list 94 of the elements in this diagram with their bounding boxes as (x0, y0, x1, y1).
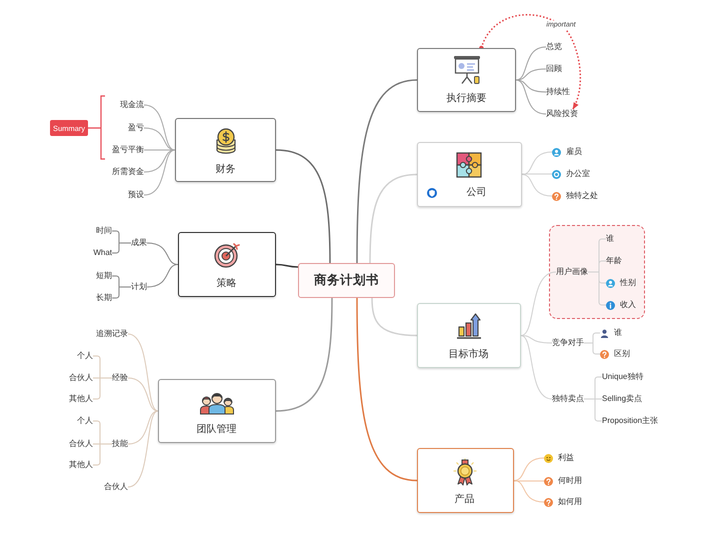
connector (112, 242, 132, 254)
topic-label: 现金流 (120, 100, 144, 110)
topic-box (417, 142, 522, 207)
topic-label: 所需资金 (112, 167, 144, 177)
topic-box (178, 232, 276, 297)
central-topic-box: 商务计划书 (298, 263, 395, 298)
connector (92, 444, 112, 466)
topic-label: Unique独特 (602, 372, 644, 382)
topic-label: 个人 (77, 351, 93, 361)
connector (144, 128, 176, 150)
connector (371, 298, 418, 336)
topic-label: 区别 (614, 349, 630, 359)
dotted-arrow (479, 14, 582, 110)
topic-label: 独特之处 (566, 191, 598, 201)
topic-label: Selling卖点 (602, 394, 642, 404)
topic-label: 竞争对手 (552, 338, 584, 348)
connector (520, 335, 552, 344)
connector (584, 342, 600, 354)
topic-label: 风险投资 (546, 109, 578, 119)
topic-box (175, 118, 276, 182)
connector (514, 458, 544, 481)
topic-label: 财务 (216, 164, 236, 176)
topic-label: 用户画像 (556, 267, 588, 277)
topic-label: 预设 (128, 190, 144, 200)
topic-label: 技能 (112, 439, 128, 449)
topic-label: 产品 (454, 494, 474, 506)
topic-label: 何时用 (558, 476, 582, 486)
topic-label: 办公室 (566, 169, 590, 179)
topic-label: 雇员 (566, 147, 582, 157)
topic-label: Proposition主张 (602, 416, 658, 426)
connector (356, 298, 418, 482)
topic-label: 盈亏平衡 (112, 145, 144, 155)
connector (144, 104, 176, 150)
connector (92, 378, 112, 400)
connector (356, 79, 418, 263)
connector (128, 378, 158, 412)
topic-label: 时间 (96, 226, 112, 236)
topic-label: 个人 (77, 416, 93, 426)
topic-label: 性别 (620, 278, 636, 288)
topic-label: 目标市场 (448, 348, 488, 360)
connector (146, 242, 178, 265)
topic-label: 持续性 (546, 87, 570, 97)
topic-label: 谁 (614, 328, 622, 338)
topic-box (417, 48, 516, 112)
topic-label: 其他人 (69, 460, 93, 470)
topic-box (417, 448, 514, 513)
connector (588, 272, 606, 306)
connector (128, 334, 158, 412)
topic-label: 谁 (606, 234, 614, 244)
connector (516, 80, 546, 92)
topic-label: 独特卖点 (552, 394, 584, 404)
connector (584, 398, 602, 422)
connector (276, 149, 331, 263)
topic-label: 团队管理 (196, 424, 236, 436)
topic-label: 成果 (131, 238, 147, 248)
connector (144, 150, 176, 172)
topic-label: 追溯记录 (96, 329, 128, 339)
topic-label: 合伙人 (69, 439, 93, 449)
connector (514, 480, 544, 482)
connector (146, 264, 178, 288)
topic-label: 长期 (96, 293, 112, 303)
connector (520, 335, 552, 400)
topic-label: 盈亏 (128, 123, 144, 133)
topic-label: 年龄 (606, 256, 622, 266)
topic-label: 回顾 (546, 64, 562, 74)
connector (516, 80, 546, 114)
connector (369, 174, 418, 263)
connector (276, 264, 298, 268)
topic-label: What (93, 248, 112, 258)
connector (514, 480, 544, 502)
connector (128, 410, 158, 488)
topic-label: 如何用 (558, 497, 582, 507)
topic-label: 经验 (112, 373, 128, 383)
connector (516, 46, 546, 80)
topic-box (158, 379, 276, 443)
topic-label: 利益 (558, 453, 574, 463)
boundary-box (549, 225, 645, 319)
topic-label: 计划 (131, 282, 147, 292)
topic-label: 执行摘要 (446, 92, 486, 104)
connector (522, 174, 552, 196)
connector (144, 150, 176, 196)
connector (276, 298, 333, 412)
topic-label: 公司 (466, 186, 486, 198)
topic-label: 其他人 (69, 394, 93, 404)
topic-label: 短期 (96, 271, 112, 281)
topic-label: 总览 (546, 42, 562, 52)
connector (112, 286, 132, 298)
topic-label: 合伙人 (104, 482, 128, 492)
topic-label: 收入 (620, 300, 636, 310)
connector (128, 410, 158, 444)
topic-label: 策略 (216, 278, 236, 290)
topic-label: 合伙人 (69, 373, 93, 383)
connector (520, 272, 556, 336)
topic-box (417, 303, 521, 368)
